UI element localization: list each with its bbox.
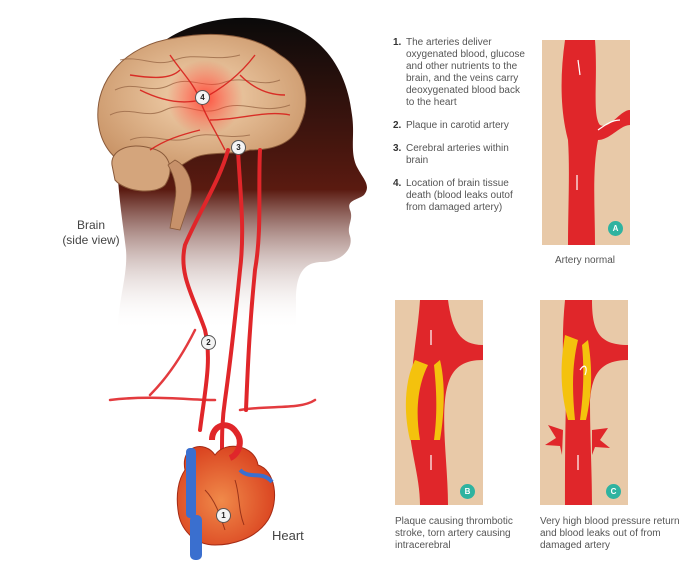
cerebellum [111, 145, 171, 192]
brain-label: Brain (side view) [62, 218, 120, 247]
artery-panel-c [540, 300, 628, 505]
legend-num: 4. [393, 178, 402, 189]
legend-item-4: 4. Location of brain tissue death (blood … [393, 178, 528, 214]
marker-3: 3 [231, 140, 246, 155]
panel-a-badge: A [608, 221, 623, 236]
artery-panel-a [542, 40, 630, 245]
panel-b-badge: B [460, 484, 475, 499]
panel-b-caption: Plaque causing thrombotic stroke, torn a… [395, 516, 513, 551]
panel-a-caption: Artery normal [555, 255, 616, 266]
legend-text: Cerebral arteries within brain [406, 143, 509, 166]
legend-item-1: 1. The arteries deliver oxygenated blood,… [393, 37, 528, 109]
legend-num: 3. [393, 143, 402, 154]
artery-panel-b [395, 300, 483, 505]
marker-2: 2 [201, 335, 216, 350]
legend-item-3: 3. Cerebral arteries within brain [393, 143, 528, 167]
legend-text: Plaque in carotid artery [406, 120, 509, 131]
panel-c-badge: C [606, 484, 621, 499]
legend-num: 2. [393, 120, 402, 131]
marker-1: 1 [216, 508, 231, 523]
legend-text: The arteries deliver oxygenated blood, g… [406, 37, 525, 108]
brainstem [167, 159, 192, 231]
legend-item-2: 2. Plaque in carotid artery [393, 120, 528, 132]
panel-c-caption: Very high blood pressure return and bloo… [540, 516, 680, 551]
marker-4: 4 [195, 90, 210, 105]
legend-text: Location of brain tissue death (blood le… [406, 178, 513, 213]
legend-num: 1. [393, 37, 402, 48]
heart-label: Heart [272, 528, 304, 543]
legend: 1. The arteries deliver oxygenated blood,… [393, 37, 528, 225]
